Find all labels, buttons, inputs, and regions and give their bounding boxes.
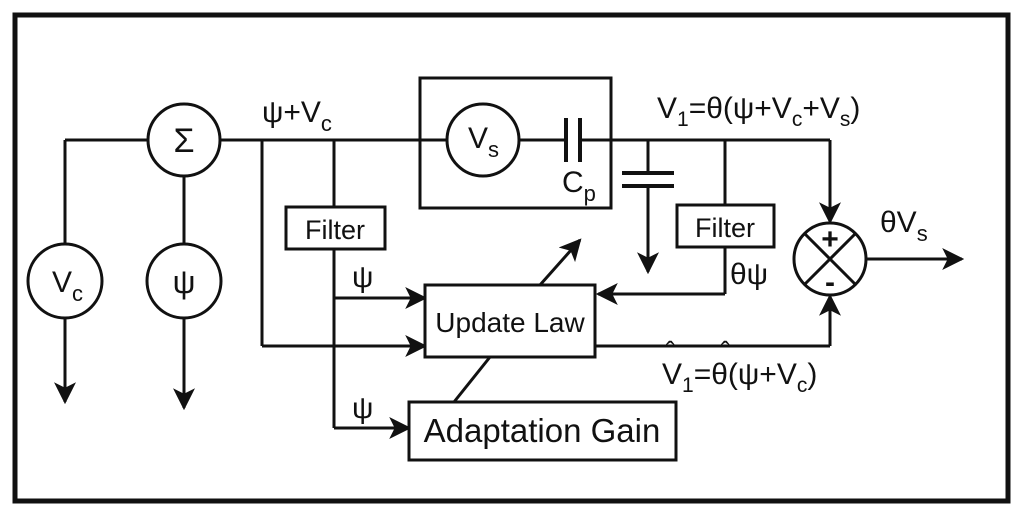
psi-source: ψ	[145, 242, 223, 320]
filter-right-block: Filter	[675, 203, 776, 249]
psi-source-label: ψ	[173, 264, 196, 300]
vc-source-label: Vc	[52, 266, 83, 306]
v1-equation-label: V1=θ(ψ+Vc+Vs)	[657, 92, 860, 131]
filter-left-block: Filter	[284, 205, 387, 251]
vc-source: Vc	[26, 242, 104, 320]
v1-hat-mark: ˆ	[666, 336, 675, 366]
filter-left-label: Filter	[305, 215, 365, 245]
wires	[54, 118, 965, 439]
v1-hat-equation-text: V1=θ(ψ+Vc)	[662, 358, 817, 397]
psi-lower-label: ψ	[352, 392, 373, 425]
filter-right-label: Filter	[695, 213, 755, 243]
psi-plus-vc-label: ψ+Vc	[262, 96, 332, 136]
vs-source-label: Vs	[468, 122, 499, 162]
psi-upper-label: ψ	[352, 261, 373, 294]
vs-source: Vs	[445, 102, 521, 178]
cp-label: Cp	[562, 166, 596, 206]
summer-node: Σ	[146, 102, 222, 178]
theta-vs-output-label: θVs	[880, 206, 928, 246]
update-law-block: Update Law	[423, 283, 597, 359]
update-law-label: Update Law	[435, 307, 585, 338]
vs-enclosure-box	[418, 76, 613, 210]
v1-hat-equation-label: ˆ ˆ V1=θ(ψ+Vc)	[662, 336, 817, 397]
comparator-node: + -	[792, 221, 868, 299]
summer-symbol: Σ	[173, 122, 194, 160]
adaptation-gain-label: Adaptation Gain	[424, 412, 661, 449]
theta-psi-label: θψ	[730, 258, 768, 291]
theta-hat-mark: ˆ	[721, 336, 730, 366]
outer-frame	[12, 12, 1011, 504]
comparator-plus: +	[821, 223, 839, 256]
comparator-minus: -	[825, 266, 835, 299]
adaptation-gain-block: Adaptation Gain	[407, 400, 678, 462]
